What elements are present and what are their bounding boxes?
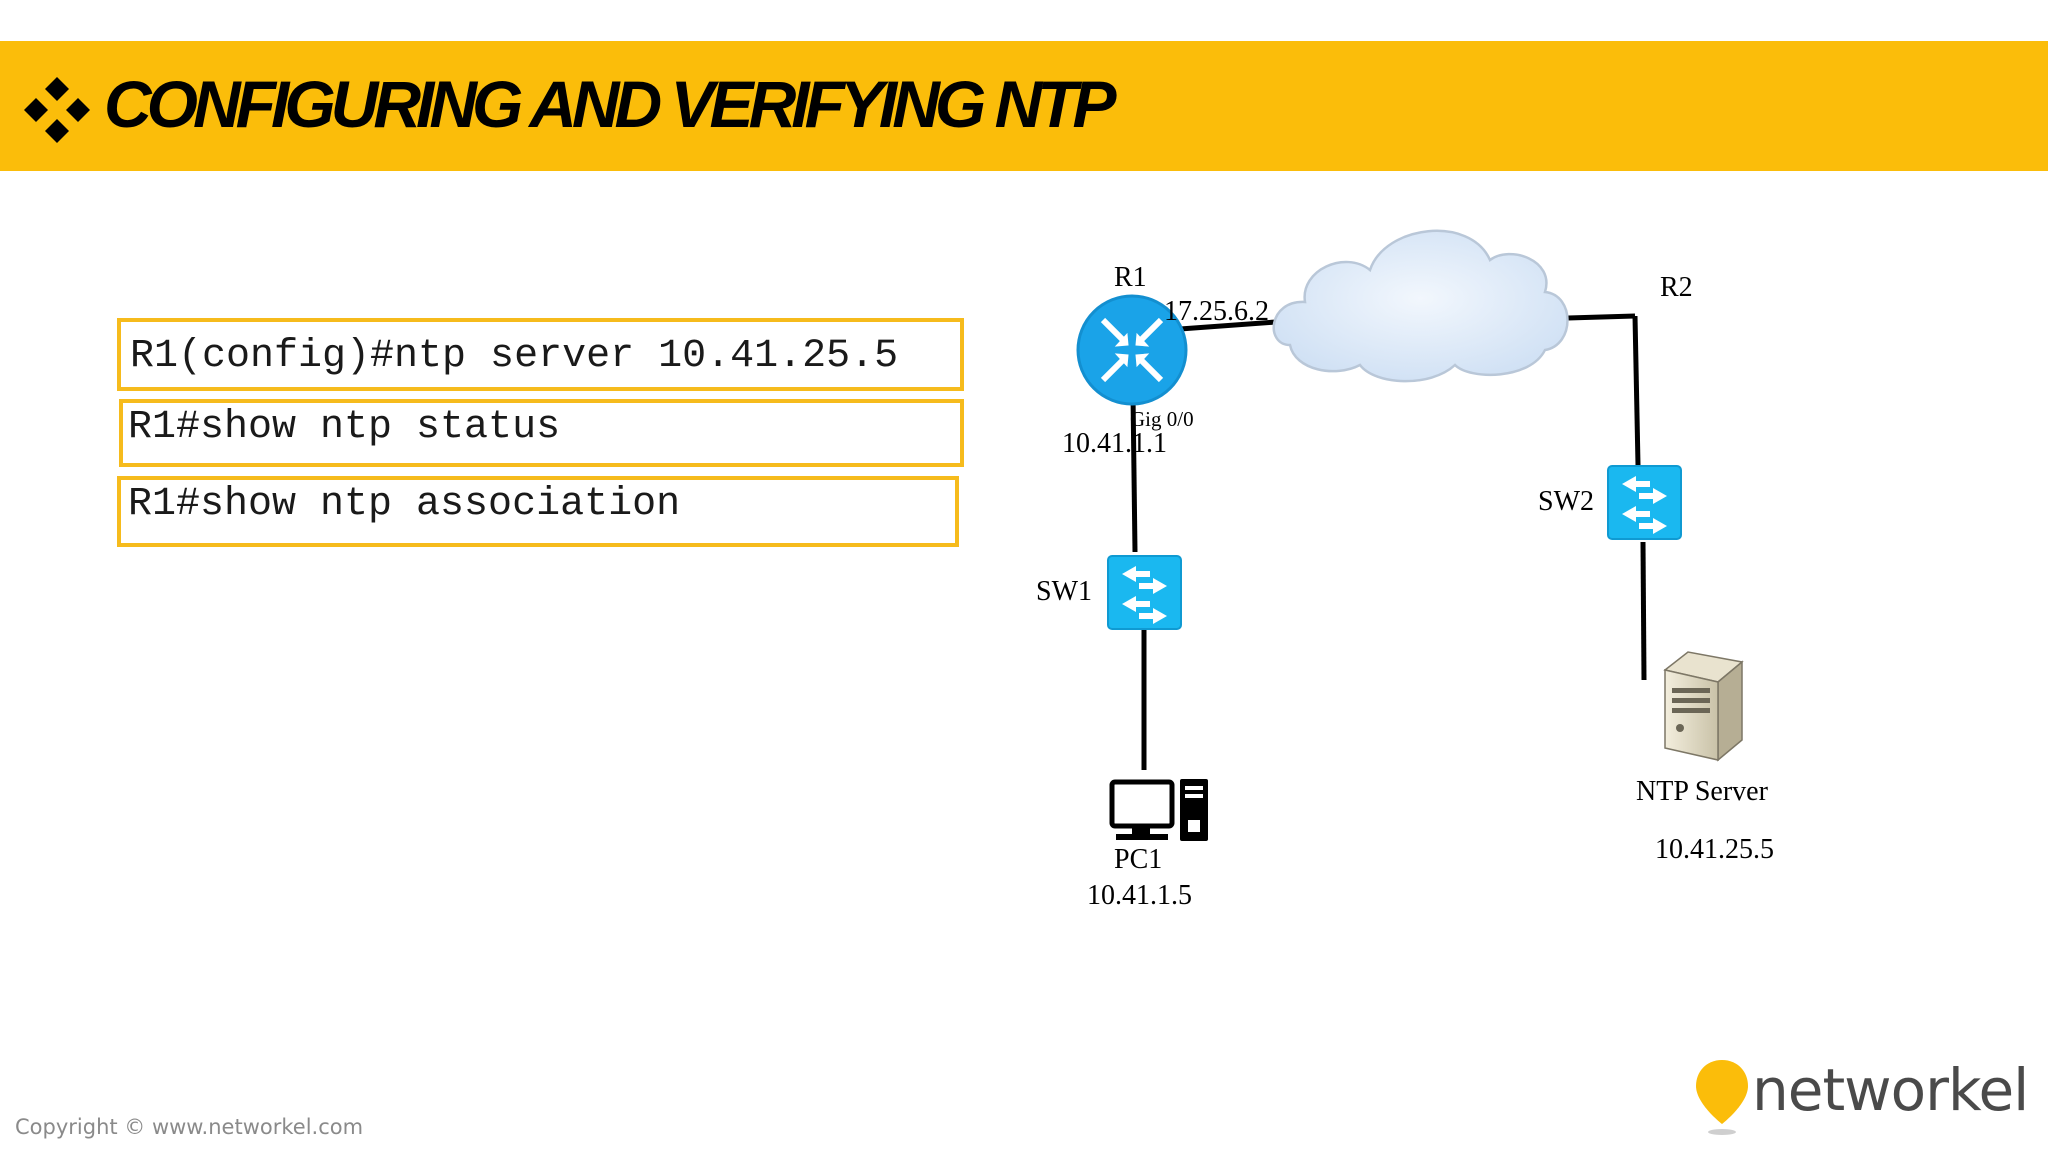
pc1-ip: 10.41.1.5 xyxy=(1087,880,1192,911)
r1-lan-ip: 10.41.1.1 xyxy=(1062,428,1167,459)
command-box-ntp-server: R1(config)#ntp server 10.41.25.5 xyxy=(117,318,964,391)
logo-pin-icon xyxy=(1696,1060,1748,1135)
command-text: R1(config)#ntp server 10.41.25.5 xyxy=(130,334,899,379)
r2-label: R2 xyxy=(1660,272,1693,303)
command-box-show-status: R1#show ntp status xyxy=(119,399,964,467)
links xyxy=(1130,313,1647,770)
r1-wan-ip: 17.25.6.2 xyxy=(1164,296,1269,327)
copyright-text: Copyright © www.networkel.com xyxy=(15,1115,364,1139)
server-icon xyxy=(1663,651,1744,762)
switch-icon xyxy=(1107,555,1182,630)
sw1-label: SW1 xyxy=(1036,576,1092,607)
command-text: R1#show ntp association xyxy=(128,482,681,527)
sw2-label: SW2 xyxy=(1538,486,1594,517)
cloud-icon xyxy=(1272,229,1569,383)
logo-wordmark: networkel xyxy=(1752,1056,2029,1124)
title-banner xyxy=(0,41,2048,171)
slide-title: CONFIGURING AND VERIFYING NTP xyxy=(104,67,1117,141)
switch-icon xyxy=(1607,465,1682,540)
ntp-server-label: NTP Server xyxy=(1636,776,1768,807)
r1-label: R1 xyxy=(1114,262,1147,293)
pc1-label: PC1 xyxy=(1114,844,1163,875)
link-r2-sw2 xyxy=(1632,315,1641,466)
link-cloud-r2 xyxy=(1567,313,1636,321)
command-text: R1#show ntp status xyxy=(128,405,561,450)
pc-icon xyxy=(1109,779,1208,841)
command-box-show-association: R1#show ntp association xyxy=(117,476,959,547)
link-r1-sw1 xyxy=(1130,394,1138,553)
ntp-server-ip: 10.41.25.5 xyxy=(1655,834,1774,865)
router-icon xyxy=(1076,294,1188,406)
four-diamonds-icon xyxy=(24,77,90,143)
link-sw2-ntp xyxy=(1640,541,1647,681)
r1-interface-label: Gig 0/0 xyxy=(1130,407,1194,431)
link-r1-cloud xyxy=(1179,319,1277,332)
